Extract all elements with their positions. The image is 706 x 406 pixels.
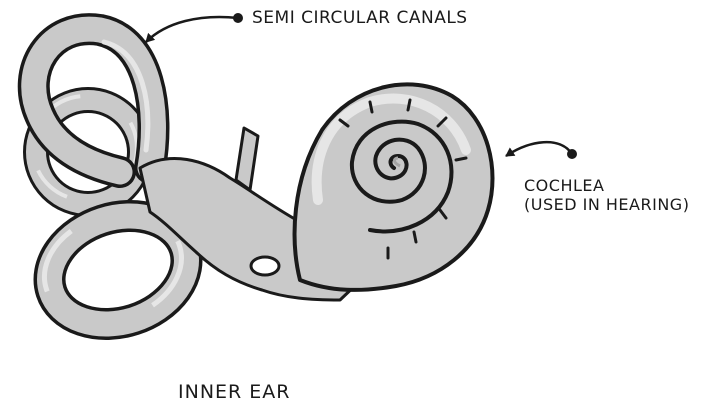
cochlea-name: COCHLEA [524, 176, 689, 195]
cochlea-callout-arrow [506, 142, 577, 159]
diagram-title: INNER EAR [178, 381, 290, 403]
semicircular-canals-label: SEMI CIRCULAR CANALS [252, 8, 468, 28]
cochlea-label: COCHLEA (USED IN HEARING) [524, 176, 689, 214]
cochlea [295, 84, 493, 290]
canals-callout-arrow [146, 13, 243, 42]
cochlea-note: (USED IN HEARING) [524, 195, 689, 214]
